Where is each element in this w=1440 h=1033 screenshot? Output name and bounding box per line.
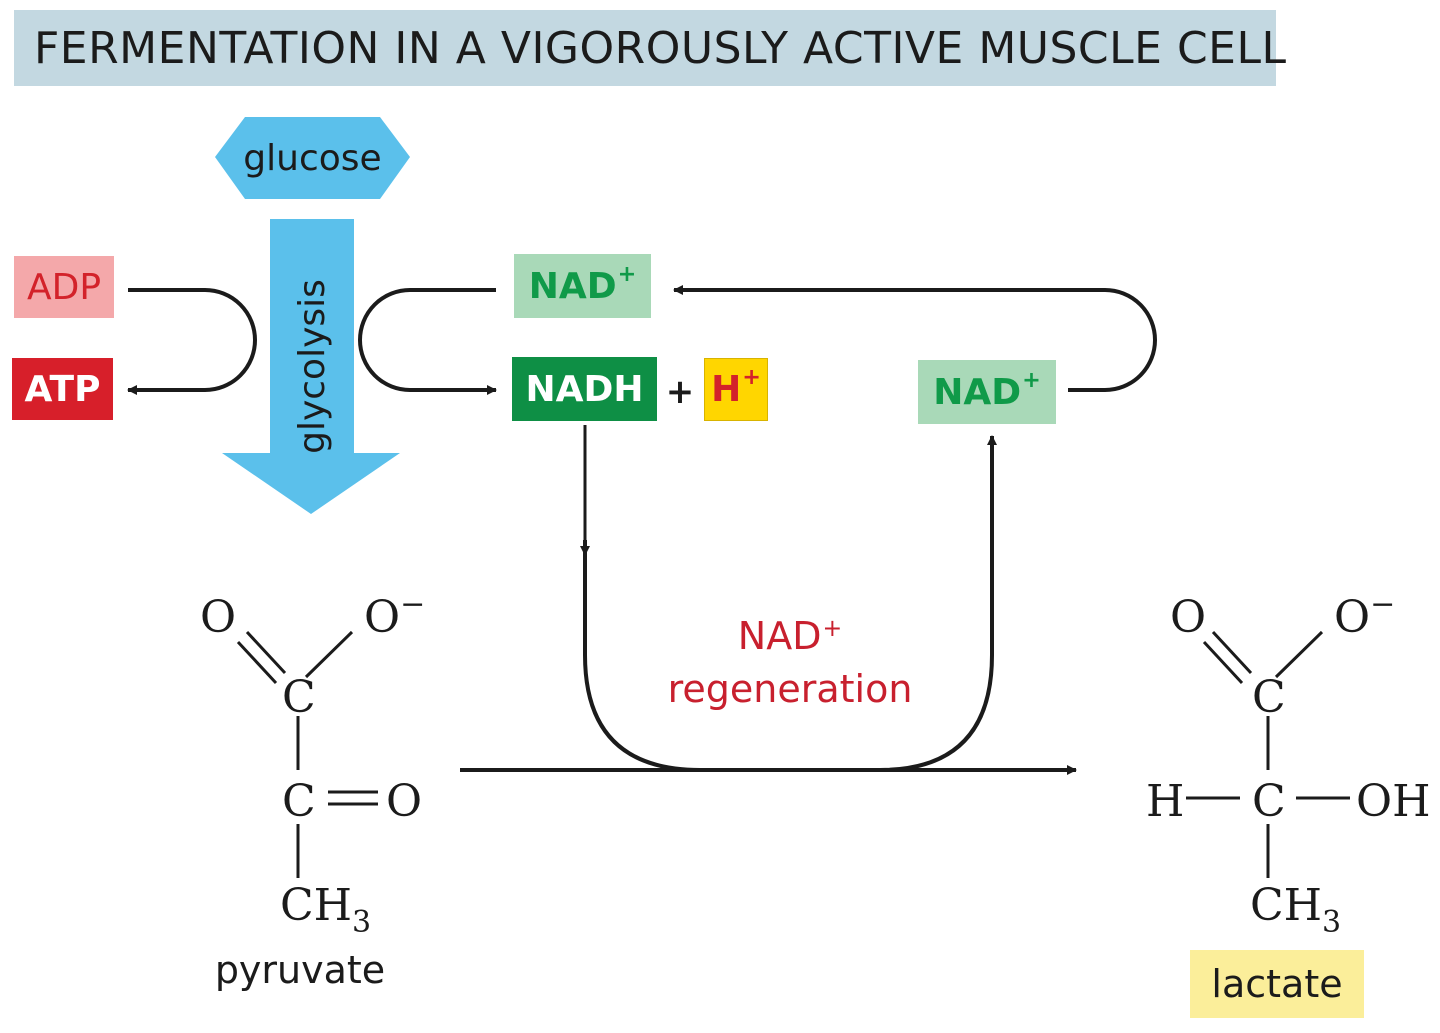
- lactate-o-minus-charge: −: [1370, 587, 1396, 622]
- lactate-h: H: [1146, 776, 1185, 827]
- pyruvate-label: pyruvate: [214, 948, 386, 992]
- glycolysis-label: glycolysis: [291, 278, 333, 454]
- pyruvate-c-mid: C: [282, 776, 316, 827]
- nad-top-charge: +: [617, 260, 637, 287]
- lactate-o-minus: O−: [1334, 590, 1395, 640]
- lactate-bonds: [1186, 630, 1350, 878]
- nad-right-charge: +: [1022, 366, 1041, 393]
- nadh-box: NADH: [512, 357, 657, 421]
- glucose-label: glucose: [243, 137, 382, 179]
- regeneration-line1: NAD+: [738, 612, 842, 665]
- diagram-title: FERMENTATION IN A VIGOROUSLY ACTIVE MUSC…: [14, 10, 1286, 86]
- regeneration-line2: regeneration: [667, 666, 913, 711]
- nad-right-text: NAD: [933, 371, 1022, 413]
- lactate-ch3-sub: 3: [1322, 905, 1342, 940]
- glucose-hexagon: [215, 117, 410, 199]
- pyruvate-o-double: O: [200, 592, 237, 643]
- lactate-oh: OH: [1356, 776, 1431, 827]
- lactate-c-top: C: [1252, 672, 1286, 723]
- pyruvate-ch3-atoms: CH: [280, 880, 353, 931]
- pyruvate-o-minus: O−: [364, 590, 425, 640]
- h-text: H: [711, 369, 742, 410]
- lactate-label: lactate: [1190, 950, 1364, 1018]
- nad-top-text: NAD: [528, 265, 617, 307]
- lactate-c-mid: C: [1252, 776, 1286, 827]
- lactate-ch3-atoms: CH: [1250, 880, 1323, 931]
- lactate-o-double: O: [1170, 592, 1207, 643]
- nad-plus-box-right: NAD+: [918, 360, 1056, 424]
- nad-to-nadh-arrow: [358, 288, 497, 395]
- plus-sign: +: [665, 372, 695, 412]
- h-charge: +: [742, 364, 761, 391]
- nad-plus-box-top: NAD+: [514, 254, 651, 318]
- pyruvate-o-minus-atom: O: [364, 592, 401, 643]
- adp-box: ADP: [14, 256, 114, 318]
- lactate-o-minus-atom: O: [1334, 592, 1371, 643]
- pyruvate-c-top: C: [282, 672, 316, 723]
- atp-box: ATP: [12, 358, 113, 420]
- pyruvate-bonds: [236, 630, 378, 878]
- nad-recycle-arrow: [673, 285, 1157, 392]
- pyruvate-ch3: CH3: [280, 884, 371, 938]
- pyruvate-o-ketone: O: [386, 776, 423, 827]
- adp-to-atp-arrow: [127, 288, 257, 395]
- nad-regeneration-curve: [583, 435, 997, 772]
- pyruvate-o-minus-charge: −: [400, 587, 426, 622]
- glycolysis-arrow: [222, 219, 400, 514]
- h-plus-box: H+: [704, 358, 768, 421]
- regeneration-nad: NAD: [737, 613, 822, 658]
- lactate-ch3: CH3: [1250, 884, 1341, 938]
- nad-regeneration-label: NAD+ regeneration: [640, 612, 940, 712]
- regeneration-charge: +: [822, 613, 843, 642]
- pyruvate-ch3-sub: 3: [352, 905, 372, 940]
